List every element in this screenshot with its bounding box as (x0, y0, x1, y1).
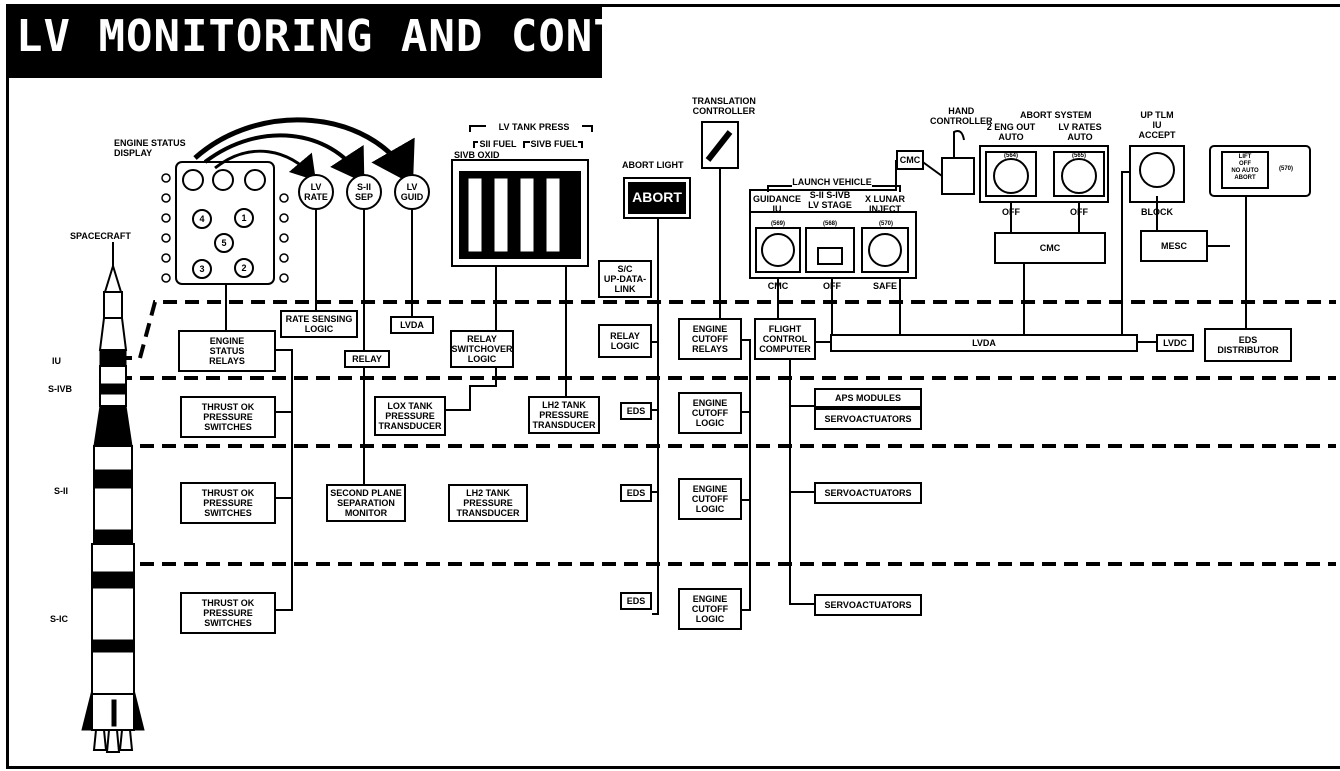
two-eng-out-label: 2 ENG OUT AUTO (986, 122, 1036, 142)
abort-light-lamp (623, 177, 691, 219)
frame-border-left (6, 78, 9, 768)
lv-rate-lamp: LV RATE (304, 182, 328, 202)
relay-box: RELAY (344, 350, 390, 368)
engine-3-label: 3 (199, 264, 205, 274)
thrust-ok-switches-sivb-box: THRUST OK PRESSURE SWITCHES (180, 396, 276, 438)
signal-lines (225, 159, 1247, 615)
lh2-tank-pressure-transducer-sii-box: LH2 TANK PRESSURE TRANSDUCER (448, 484, 528, 522)
engine-status-display-panel (175, 161, 275, 285)
launch-vehicle-switch-panel (749, 185, 917, 279)
servoactuators-sii-box: SERVOACTUATORS (814, 482, 922, 504)
up-tlm-block-label: BLOCK (1141, 207, 1173, 217)
mesc-box: MESC (1140, 230, 1208, 262)
eds-sivb-box: EDS (620, 402, 652, 420)
engine-cutoff-logic-sic-box: ENGINE CUTOFF LOGIC (678, 588, 742, 630)
aps-modules-box: APS MODULES (814, 388, 922, 408)
guidance-label: GUIDANCE IU (752, 194, 801, 214)
sii-fuel-label: SII FUEL (478, 139, 518, 149)
eds-distributor-box: EDS DISTRIBUTOR (1204, 328, 1292, 362)
engine-2-label: 2 (241, 263, 247, 273)
lv-rates-off-label: OFF (1070, 207, 1088, 217)
title-bar: LV MONITORING AND CONTROL (6, 4, 702, 78)
page-title: LV MONITORING AND CONTROL (16, 11, 704, 62)
spacecraft-label: SPACECRAFT (70, 231, 131, 241)
translation-controller-label: TRANSLATION CONTROLLER (692, 96, 756, 116)
switch-568-label: (568) (822, 221, 837, 227)
translation-controller-graphic (701, 121, 739, 169)
thrust-ok-switches-sic-box: THRUST OK PRESSURE SWITCHES (180, 592, 276, 634)
abort-system-label: ABORT SYSTEM (1020, 110, 1092, 120)
guidance-cmc-position: CMC (767, 281, 789, 291)
hand-controller-label: HAND CONTROLLER (930, 106, 993, 126)
second-plane-separation-monitor-box: SECOND PLANE SEPARATION MONITOR (326, 484, 406, 522)
x-lunar-inject-label: X LUNAR INJECT (865, 194, 905, 214)
sivb-fuel-label: SIVB FUEL (530, 139, 578, 149)
lvdc-box: LVDC (1156, 334, 1194, 352)
sc-up-data-link-box: S/C UP-DATA- LINK (598, 260, 652, 298)
eds-sic-box: EDS (620, 592, 652, 610)
engine-status-relays-box: ENGINE STATUS RELAYS (178, 330, 276, 372)
panel-screws (161, 173, 289, 283)
stage-separators (118, 300, 1336, 566)
switch-564-label: (564) (1003, 153, 1018, 159)
switch-565-label: (565) (1071, 153, 1086, 159)
switch-570-label: (570) (878, 221, 893, 227)
two-eng-out-off-label: OFF (1002, 207, 1020, 217)
lvda-main-box: LVDA (830, 334, 1138, 352)
indicator-arrows (193, 117, 415, 185)
x-lunar-safe-position: SAFE (872, 281, 897, 291)
thrust-ok-switches-sii-box: THRUST OK PRESSURE SWITCHES (180, 482, 276, 524)
cmc-top-box: CMC (896, 150, 924, 170)
stage-label-sivb: S-IVB (48, 384, 73, 394)
engine-cutoff-logic-sivb-box: ENGINE CUTOFF LOGIC (678, 392, 742, 434)
relay-logic-box: RELAY LOGIC (598, 324, 652, 358)
liftoff-panel (1209, 145, 1311, 197)
relay-switchover-logic-box: RELAY SWITCHOVER LOGIC (450, 330, 514, 368)
lv-rates-label: LV RATES AUTO (1058, 122, 1102, 142)
engine-4-label: 4 (199, 214, 205, 224)
abort-system-switch-panel (979, 145, 1185, 203)
sii-sep-lamp: S-II SEP (354, 182, 373, 202)
abort-indicator: ABORT (632, 189, 682, 205)
lv-tank-press-gauge (451, 125, 593, 267)
stage-label-iu: IU (52, 356, 61, 366)
liftoff-no-auto-abort-label: LIFT OFF NO AUTO ABORT (1231, 154, 1259, 181)
lv-tank-press-label: LV TANK PRESS (486, 122, 582, 132)
engine-5-label: 5 (221, 238, 227, 248)
lh2-tank-pressure-transducer-sivb-box: LH2 TANK PRESSURE TRANSDUCER (528, 396, 600, 434)
eds-sii-box: EDS (620, 484, 652, 502)
hand-controller-graphic (941, 130, 975, 195)
switch-569-label: (569) (770, 221, 785, 227)
lv-guid-lamp: LV GUID (400, 182, 424, 202)
sivb-oxid-label: SIVB OXID (454, 150, 500, 160)
stage-label-sic: S-IC (50, 614, 68, 624)
engine-1-label: 1 (241, 213, 247, 223)
switch-570b-label: (570) (1278, 166, 1293, 172)
launch-vehicle-label: LAUNCH VEHICLE (792, 177, 872, 187)
stage-label-sii: S-II (54, 486, 69, 496)
servoactuators-sivb-box: SERVOACTUATORS (814, 408, 922, 430)
cmc-mid-box: CMC (994, 232, 1106, 264)
lv-stage-label: S-II S-IVB LV STAGE (808, 190, 852, 210)
engine-status-display-label: ENGINE STATUS DISPLAY (114, 138, 186, 158)
engine-cutoff-relays-box: ENGINE CUTOFF RELAYS (678, 318, 742, 360)
lvda-small-box: LVDA (390, 316, 434, 334)
up-tlm-label: UP TLM IU ACCEPT (1138, 110, 1176, 140)
saturn-v-rocket (81, 242, 145, 753)
frame-border-top (602, 4, 1340, 7)
frame-border-bottom (6, 766, 1340, 769)
lv-stage-off-position: OFF (823, 281, 841, 291)
servoactuators-sic-box: SERVOACTUATORS (814, 594, 922, 616)
lox-tank-pressure-transducer-box: LOX TANK PRESSURE TRANSDUCER (374, 396, 446, 436)
engine-cutoff-logic-sii-box: ENGINE CUTOFF LOGIC (678, 478, 742, 520)
flight-control-computer-box: FLIGHT CONTROL COMPUTER (754, 318, 816, 360)
rate-sensing-logic-box: RATE SENSING LOGIC (280, 310, 358, 338)
abort-light-label: ABORT LIGHT (622, 160, 684, 170)
